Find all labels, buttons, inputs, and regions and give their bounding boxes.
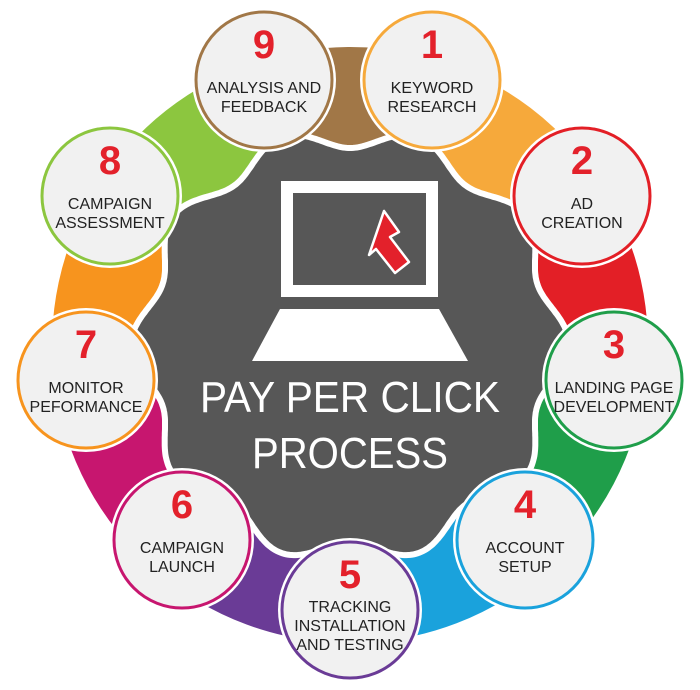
step-label: PEFORMANCE xyxy=(30,399,143,416)
step-label: CAMPAIGN xyxy=(140,540,224,557)
step-label: TRACKING xyxy=(309,599,392,616)
step-label: CAMPAIGN xyxy=(68,196,152,213)
step-label: INSTALLATION xyxy=(294,618,405,635)
title-line-2: PROCESS xyxy=(252,429,448,478)
laptop-with-cursor-icon xyxy=(252,181,468,361)
center-hub: PAY PER CLICK PROCESS xyxy=(127,131,573,559)
step-number: 9 xyxy=(253,23,275,67)
step-label: SETUP xyxy=(498,559,551,576)
step-label: FEEDBACK xyxy=(221,99,308,116)
step-label: MONITOR xyxy=(48,380,123,397)
step-number: 6 xyxy=(171,483,193,527)
step-node-circle xyxy=(194,10,334,150)
step-label: LAUNCH xyxy=(149,559,215,576)
laptop-screen xyxy=(293,193,426,285)
step-node-2: 2AD CREATION xyxy=(510,124,654,268)
step-node-circle xyxy=(40,126,180,266)
cursor-arrow-icon xyxy=(367,209,411,275)
step-label: ANALYSIS AND xyxy=(207,80,321,97)
step-node-circle xyxy=(280,540,420,680)
step-label: AD xyxy=(571,196,593,213)
step-number: 2 xyxy=(571,139,593,183)
step-label: AND TESTING xyxy=(296,637,403,654)
step-number: 7 xyxy=(75,323,97,367)
step-number: 5 xyxy=(339,553,361,597)
step-label: DEVELOPMENT xyxy=(554,399,675,416)
step-node-circle xyxy=(512,126,652,266)
step-node-circle xyxy=(112,470,252,610)
step-label: CREATION xyxy=(541,215,622,232)
step-number: 1 xyxy=(421,23,443,67)
step-number: 8 xyxy=(99,139,121,183)
step-label: ASSESSMENT xyxy=(55,215,165,232)
step-number: 3 xyxy=(603,323,625,367)
step-number: 4 xyxy=(514,483,537,527)
title-line-1: PAY PER CLICK xyxy=(200,373,500,422)
laptop-keyboard-base xyxy=(252,309,468,361)
step-node-circle xyxy=(455,470,595,610)
step-node-circle xyxy=(16,310,156,450)
step-label: ACCOUNT xyxy=(485,540,564,557)
step-label: RESEARCH xyxy=(388,99,477,116)
step-label: KEYWORD xyxy=(391,80,474,97)
step-node-circle xyxy=(544,310,684,450)
step-node-circle xyxy=(362,10,502,150)
step-label: LANDING PAGE xyxy=(555,380,674,397)
